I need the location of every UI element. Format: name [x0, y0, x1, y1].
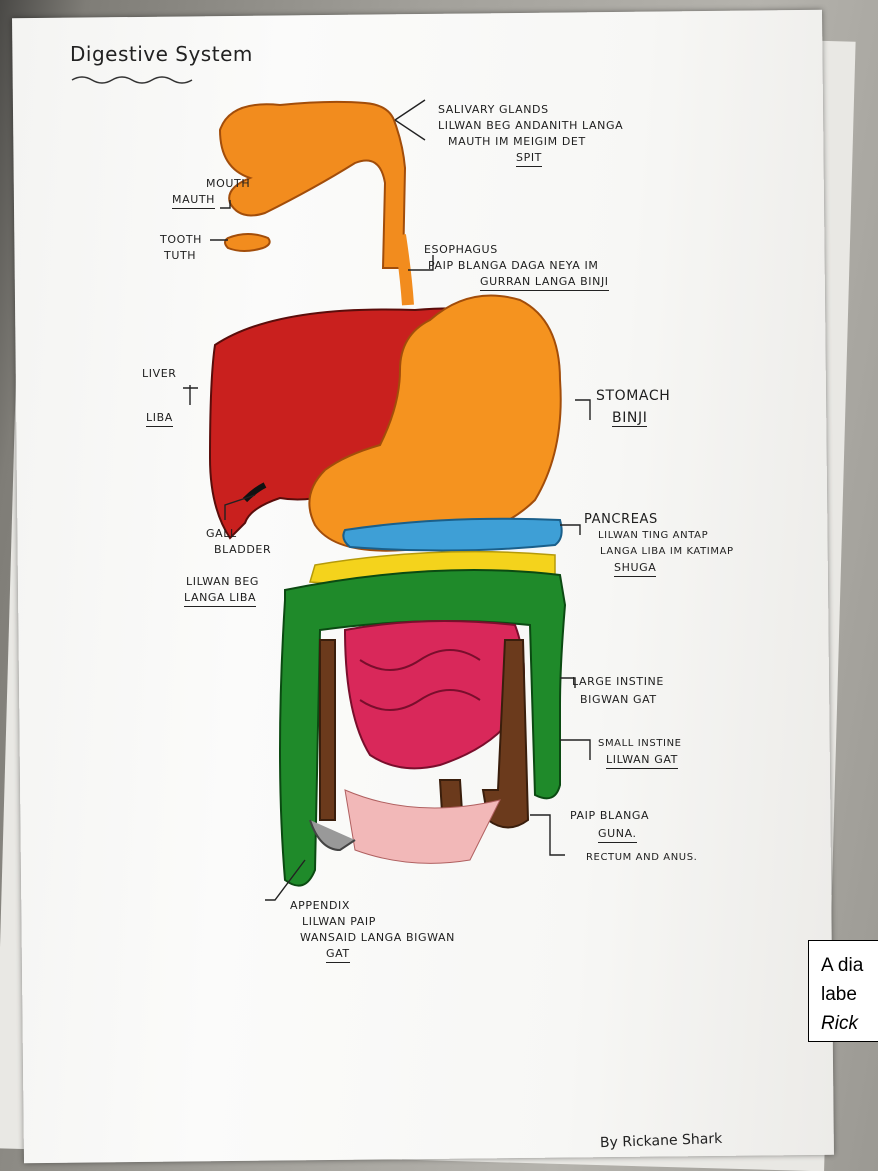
- label-tooth-tokpisin: TUTH: [164, 248, 196, 264]
- label-pancreas-tokpisin-1: LILWAN TING ANTAP: [598, 528, 708, 544]
- esophagus-tube: [400, 235, 408, 305]
- label-gall-bladder-2: BLADDER: [214, 542, 271, 558]
- label-salivary-glands-tokpisin-2: MAUTH IM MEIGIM DET: [448, 134, 586, 150]
- label-esophagus-tokpisin-2: GURRAN LANGA BINJI: [480, 274, 609, 291]
- label-large-intestine: LARGE INSTINE: [572, 674, 664, 690]
- small-intestine-shape: [345, 621, 524, 768]
- label-gall-bladder-tokpisin-1: LILWAN BEG: [186, 574, 259, 590]
- label-gall-bladder-1: GALL: [206, 526, 237, 542]
- label-liver: LIVER: [142, 366, 177, 382]
- pelvic-area: [345, 790, 500, 863]
- label-appendix: APPENDIX: [290, 898, 350, 914]
- label-large-intestine-tokpisin: BIGWAN GAT: [580, 692, 657, 708]
- label-gall-bladder-tokpisin-2: LANGA LIBA: [184, 590, 256, 607]
- label-mouth: MOUTH: [206, 176, 250, 192]
- caption-line-3: Rick: [821, 1009, 878, 1038]
- label-rectum-and-anus: RECTUM AND ANUS.: [586, 850, 697, 866]
- label-mouth-tokpisin: MAUTH: [172, 192, 215, 209]
- label-salivary-glands: SALIVARY GLANDS: [438, 102, 549, 118]
- label-pancreas: PANCREAS: [584, 512, 658, 528]
- label-small-intestine: SMALL INSTINE: [598, 736, 682, 752]
- label-liver-tokpisin: LIBA: [146, 410, 173, 427]
- label-appendix-tokpisin-3: GAT: [326, 946, 350, 963]
- appendix-shape: [310, 820, 355, 850]
- caption-box: A dia labe Rick: [808, 940, 878, 1042]
- label-salivary-glands-tokpisin-1: LILWAN BEG ANDANITH LANGA: [438, 118, 623, 134]
- caption-line-1: A dia: [821, 951, 878, 980]
- label-esophagus-tokpisin-1: PAIP BLANGA DAGA NEYA IM: [428, 258, 598, 274]
- label-small-intestine-tokpisin: LILWAN GAT: [606, 752, 678, 769]
- label-pancreas-tokpisin-3: SHUGA: [614, 560, 656, 577]
- label-rectum-tokpisin-1: PAIP BLANGA: [570, 808, 649, 824]
- label-tooth: TOOTH: [160, 232, 202, 248]
- label-appendix-tokpisin-1: LILWAN PAIP: [302, 914, 376, 930]
- label-salivary-glands-tokpisin-3: SPIT: [516, 150, 542, 167]
- label-stomach-tokpisin: BINJI: [612, 410, 647, 427]
- page-title: Digestive System: [70, 42, 253, 66]
- label-pancreas-tokpisin-2: LANGA LIBA IM KATIMAP: [600, 544, 734, 560]
- label-esophagus: ESOPHAGUS: [424, 242, 498, 258]
- label-rectum-tokpisin-2: GUNA.: [598, 826, 637, 843]
- caption-line-2: labe: [821, 980, 878, 1009]
- tooth-shape: [225, 234, 270, 251]
- label-stomach: STOMACH: [596, 388, 670, 404]
- title-underline: [72, 77, 192, 83]
- label-appendix-tokpisin-2: WANSAID LANGA BIGWAN: [300, 930, 455, 946]
